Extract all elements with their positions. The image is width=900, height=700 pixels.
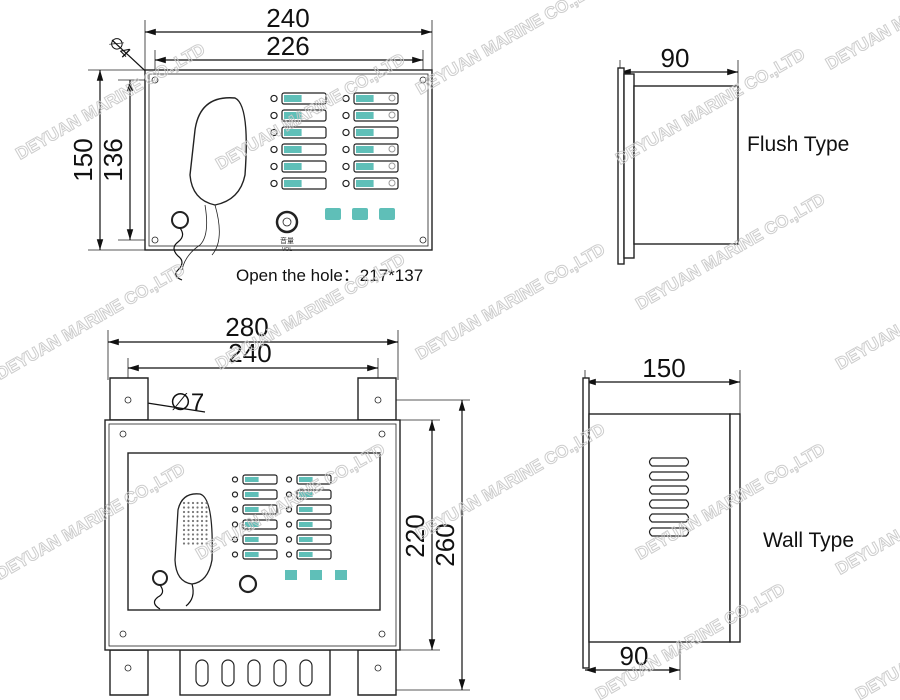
volume-knob-icon [275,210,299,234]
indicator-led [285,506,293,513]
flush-front-view: 240 226 ∅4 150 136 音量 VOL Open the hole：… [68,3,433,285]
indicator-led [342,145,350,154]
microphone-icon [189,97,247,206]
wall-front-view: 280 240 ∅7 220 260 [104,312,470,696]
vent-slot [221,659,235,687]
mic-jack-icon [171,211,189,229]
indicator-led [270,94,278,103]
indicator-led [285,551,293,558]
indicator-led [342,162,350,171]
dim-90: 90 [661,43,690,73]
indicator-led [285,476,293,483]
indicator-led [270,128,278,137]
indicator-led [270,179,278,188]
watermark-text: DEYUAN MARINE CO.,LTD [823,0,900,73]
dim-150: 150 [68,138,98,181]
watermark-text: DEYUAN MARINE CO.,LTD [833,250,900,374]
status-led [388,145,396,153]
flush-side-view: 90 Flush Type [617,43,849,265]
watermark-text: DEYUAN MARINE CO.,LTD [833,455,900,579]
indicator-led [285,491,293,498]
wall-type-label: Wall Type [763,529,854,552]
dim-280: 280 [225,312,268,342]
dim-260: 260 [430,523,460,566]
dim-240: 240 [266,3,309,33]
hole-note: Open the hole：217*137 [236,266,423,285]
flush-type-label: Flush Type [747,133,849,156]
wall-side-view: 150 90 Wall Type [582,353,854,680]
vol-label-en: VOL [282,247,292,253]
dim-150-wall: 150 [642,353,685,383]
vent-louver [648,527,690,537]
indicator-led [270,111,278,120]
watermark-text: DEYUAN MARINE CO.,LTD [853,580,900,700]
indicator-led [231,476,239,483]
indicator-led [231,491,239,498]
dim-136: 136 [98,138,128,181]
watermark-text: DEYUAN MARINE CO.,LTD [413,420,609,544]
mic-jack-icon-wall [152,570,168,586]
alarm-button-grid [270,92,399,190]
watermark-text: DEYUAN MARINE CO.,LTD [0,260,188,384]
alarm-button-grid-wall [231,474,332,560]
indicator-led [270,162,278,171]
indicator-led [342,111,350,120]
vent-louver [648,513,690,523]
dim-226: 226 [266,31,309,61]
vent-louver [648,485,690,495]
vent-slot [247,659,261,687]
indicator-led [270,145,278,154]
vol-label: 音量 [280,236,294,245]
indicator-led [285,521,293,528]
status-led [388,111,396,119]
vent-louver [648,471,690,481]
dim-hole-4: ∅4 [105,34,133,62]
watermark-text: DEYUAN MARINE CO.,LTD [413,0,609,98]
indicator-led [231,506,239,513]
dim-90-wall: 90 [620,641,649,671]
vent-slot [273,659,287,687]
dim-220: 220 [400,514,430,557]
vent-louver [648,499,690,509]
watermark-text: DEYUAN MARINE CO.,LTD [413,240,609,364]
dim-hole-7: ∅7 [170,389,204,416]
status-led [388,94,396,102]
indicator-led [285,536,293,543]
indicator-led [231,536,239,543]
flush-side-body [633,85,739,245]
indicator-led [231,521,239,528]
indicator-led [231,551,239,558]
vent-slot [299,659,313,687]
status-led [388,179,396,187]
status-led [388,162,396,170]
indicator-led [342,128,350,137]
indicator-led [342,94,350,103]
dim-240-wall: 240 [228,338,271,368]
indicator-led [342,179,350,188]
vent-louver [648,457,690,467]
vent-slot [195,659,209,687]
volume-knob-icon-wall [238,574,258,594]
